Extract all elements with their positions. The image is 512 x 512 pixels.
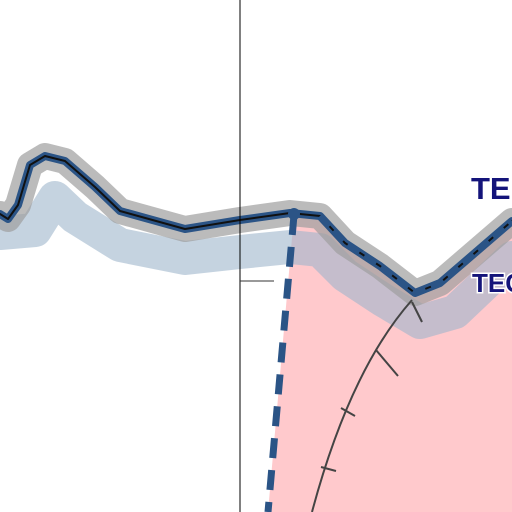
boundary-halo-blue: [0, 181, 512, 339]
arc-tick: [411, 301, 423, 323]
arc-tick: [320, 466, 337, 472]
range-arc: [311, 299, 413, 512]
restricted-edge-dashed: [317, 213, 512, 297]
dashed-boundary: [264, 214, 298, 512]
map-label-lower: TEC: [472, 268, 512, 298]
arc-tick: [375, 349, 399, 377]
map-label-upper: TE: [471, 171, 511, 206]
arc-tick: [340, 407, 356, 417]
boundary-vertex-marker[interactable]: [288, 208, 300, 220]
